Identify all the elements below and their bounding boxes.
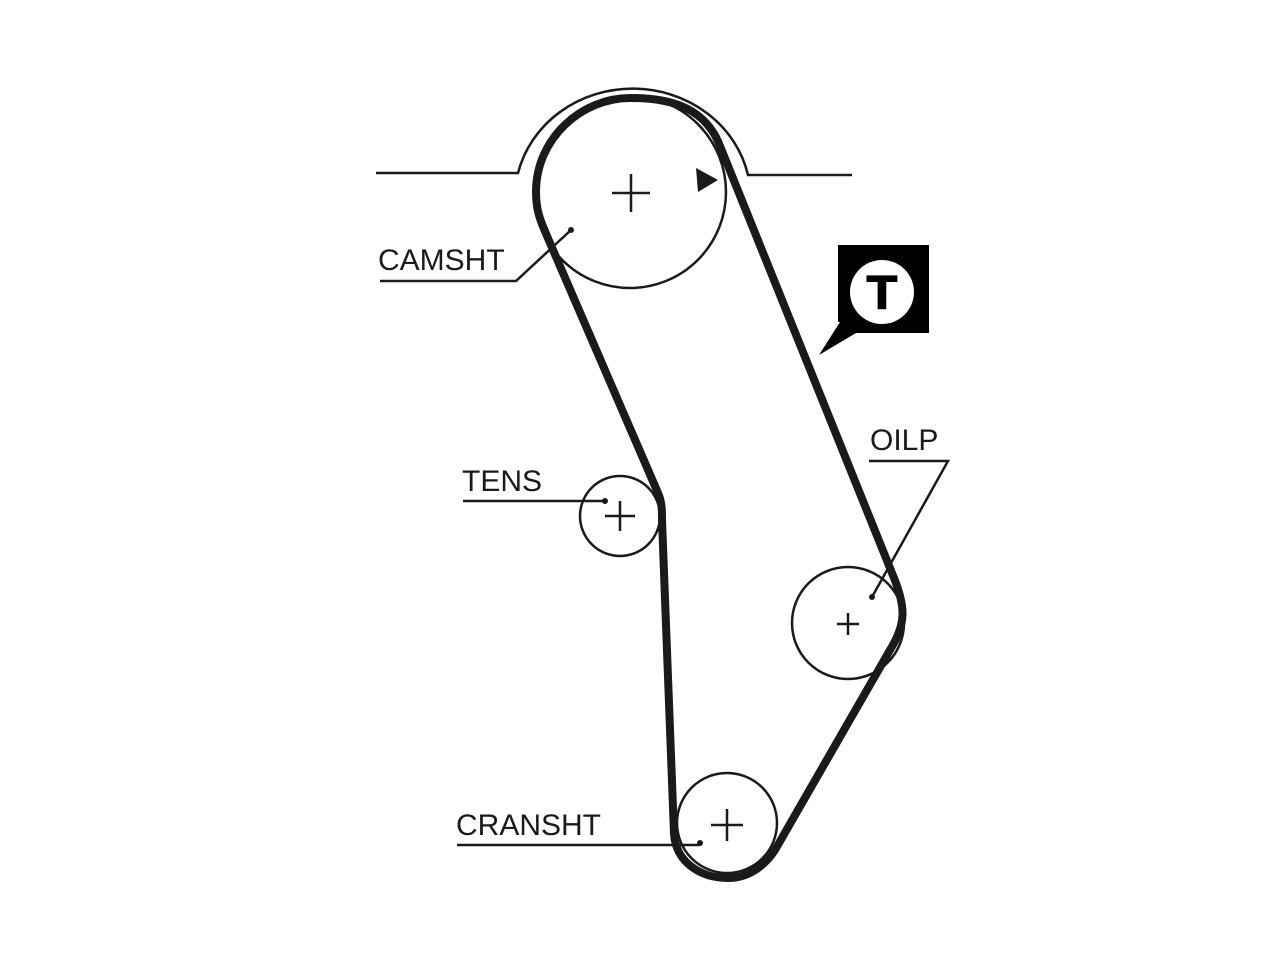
tension-badge: T bbox=[819, 245, 929, 355]
crankshaft-pulley bbox=[675, 771, 779, 875]
tension-badge-letter: T bbox=[866, 266, 898, 320]
timing-belt bbox=[532, 94, 907, 882]
tensioner-callout: TENS bbox=[462, 465, 608, 504]
crankshaft-callout: CRANSHT bbox=[456, 809, 703, 847]
camshaft-label: CAMSHT bbox=[378, 244, 505, 277]
crankshaft-label: CRANSHT bbox=[456, 809, 601, 842]
camshaft-callout: CAMSHT bbox=[378, 227, 574, 283]
tensioner-label: TENS bbox=[462, 465, 542, 498]
tensioner-pulley bbox=[578, 474, 662, 558]
oil-pump-callout: OILP bbox=[869, 424, 951, 600]
engine-cover-outline bbox=[376, 87, 852, 177]
belt-direction-arrow bbox=[696, 168, 718, 192]
oil-pump-label: OILP bbox=[870, 424, 938, 457]
